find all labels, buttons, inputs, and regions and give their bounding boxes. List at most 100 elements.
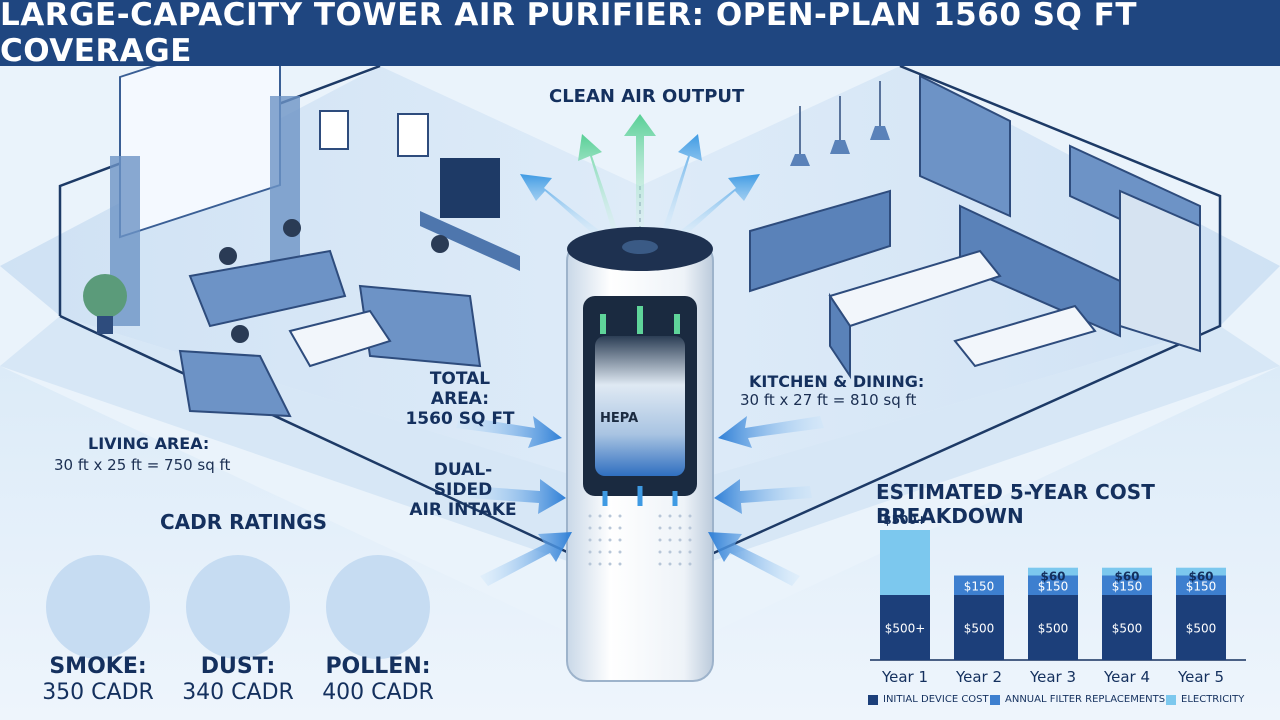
dual-intake-label: DUAL-SIDED AIR INTAKE (409, 460, 517, 520)
bar-value-label: $500+ (885, 622, 926, 636)
wall-picture-1 (319, 110, 349, 150)
tv-stand (420, 211, 520, 271)
bar-value-label: $500 (1186, 622, 1217, 636)
smoke-value: 350 CADR (42, 680, 154, 705)
kitchen-floor (640, 326, 1280, 586)
output-arrow-l1 (578, 134, 618, 231)
wall-picture-2 (397, 113, 429, 157)
lower-cabinets (959, 204, 1121, 338)
upper-cabinets (919, 74, 1011, 218)
person-3 (431, 235, 449, 253)
bar-value-label: $60 (1188, 570, 1213, 584)
bar-value-label: $60 (1114, 570, 1139, 584)
pendant-light-3 (870, 126, 890, 140)
bar-segment (880, 530, 930, 595)
bar-value-label: $150 (1186, 579, 1217, 593)
person-1 (219, 247, 237, 265)
dust-badge (186, 555, 290, 659)
smoke-label: SMOKE: (49, 654, 147, 679)
bar-value-label: $500 (964, 622, 995, 636)
legend-label-initial: INITIAL DEVICE COST (883, 694, 989, 705)
legend-swatch-electricity (1166, 694, 1176, 705)
bar-segment (1028, 575, 1078, 595)
refrigerator (1119, 189, 1201, 353)
hepa-label: HEPA (600, 411, 639, 426)
category-label: Year 3 (1029, 668, 1076, 686)
intake-arrow-r2 (714, 479, 812, 514)
output-arrow-l2 (520, 174, 600, 236)
intake-grille (588, 514, 692, 566)
bar-segment (954, 595, 1004, 660)
bar-segment (1102, 595, 1152, 660)
person-2 (283, 219, 301, 237)
page-title: LARGE-CAPACITY TOWER AIR PURIFIER: OPEN-… (0, 0, 1137, 69)
bar-value-label: $500 (1112, 622, 1143, 636)
purifier-top-button (622, 240, 658, 254)
dining-table (953, 304, 1097, 368)
legend-filter: ANNUAL FILTER REPLACEMENTS (990, 694, 1165, 705)
output-arrow-center (624, 114, 656, 231)
category-label: Year 1 (881, 668, 928, 686)
intake-arrow-r3 (708, 532, 800, 586)
pollen-label: POLLEN: (325, 654, 431, 679)
kitchen-island-back (749, 189, 891, 293)
cadr-title: CADR RATINGS (160, 510, 328, 534)
sofa-front (178, 349, 292, 418)
bar-value-label: $500+ (883, 513, 926, 527)
curtain-right (270, 96, 300, 266)
bar-segment (1176, 595, 1226, 660)
bar-value-label: $60 (1040, 570, 1065, 584)
output-arrow-r1 (662, 134, 702, 231)
floor-outline (59, 66, 1222, 588)
bar-value-label: $500 (1038, 622, 1069, 636)
bar-segment (1028, 567, 1078, 576)
tv (440, 158, 500, 218)
kitchen-dining-calc: 30 ft x 27 ft = 810 sq ft (740, 391, 917, 409)
total-area-label: TOTAL AREA: 1560 SQ FT (405, 369, 515, 429)
intake-arrow-l2 (468, 479, 566, 514)
bar-segment (1176, 567, 1226, 576)
intake-arrow-l1 (456, 416, 562, 448)
clean-air-output-label: CLEAN AIR OUTPUT (549, 86, 745, 107)
living-room-floor (0, 316, 640, 586)
intake-arrow-l3 (480, 532, 572, 586)
living-area-label: LIVING AREA: (88, 434, 210, 453)
dust-label: DUST: (200, 654, 276, 679)
legend-initial: INITIAL DEVICE COST (868, 694, 989, 705)
pollen-badge (326, 555, 430, 659)
hepa-filter (595, 336, 685, 476)
dust-value: 340 CADR (182, 680, 294, 705)
intake-arrow-r1 (718, 416, 824, 448)
pendant-light-2 (830, 140, 850, 154)
category-label: Year 2 (955, 668, 1002, 686)
category-label: Year 5 (1177, 668, 1224, 686)
kitchen-island-side (829, 292, 851, 380)
coffee-table (288, 309, 392, 368)
legend-swatch-filter (990, 694, 1000, 705)
bar-value-label: $150 (964, 579, 995, 593)
bar-segment (954, 575, 1004, 595)
output-arrow-r2 (680, 174, 760, 236)
legend-swatch-initial (868, 694, 878, 705)
sofa-back (188, 249, 347, 328)
category-label: Year 4 (1103, 668, 1150, 686)
legend-label-filter: ANNUAL FILTER REPLACEMENTS (1005, 694, 1166, 705)
living-area-calc: 30 ft x 25 ft = 750 sq ft (54, 456, 231, 474)
title-banner: LARGE-CAPACITY TOWER AIR PURIFIER: OPEN-… (0, 0, 1280, 69)
smoke-badge (46, 555, 150, 659)
plant (83, 274, 127, 318)
bar-segment (1102, 575, 1152, 595)
internal-up-arrows (600, 306, 680, 334)
bar-segment (1102, 567, 1152, 576)
pollen-value: 400 CADR (322, 680, 434, 705)
bar-value-label: $150 (1112, 579, 1143, 593)
bar-segment (1176, 575, 1226, 595)
bar-segment (1028, 595, 1078, 660)
person-4 (231, 325, 249, 343)
kitchen-dining-label: KITCHEN & DINING: (749, 372, 925, 391)
internal-down-arrows (602, 486, 678, 506)
bar-segment (880, 595, 930, 660)
plant-pot (97, 316, 113, 334)
legend-label-electricity: ELECTRICITY (1181, 694, 1245, 705)
